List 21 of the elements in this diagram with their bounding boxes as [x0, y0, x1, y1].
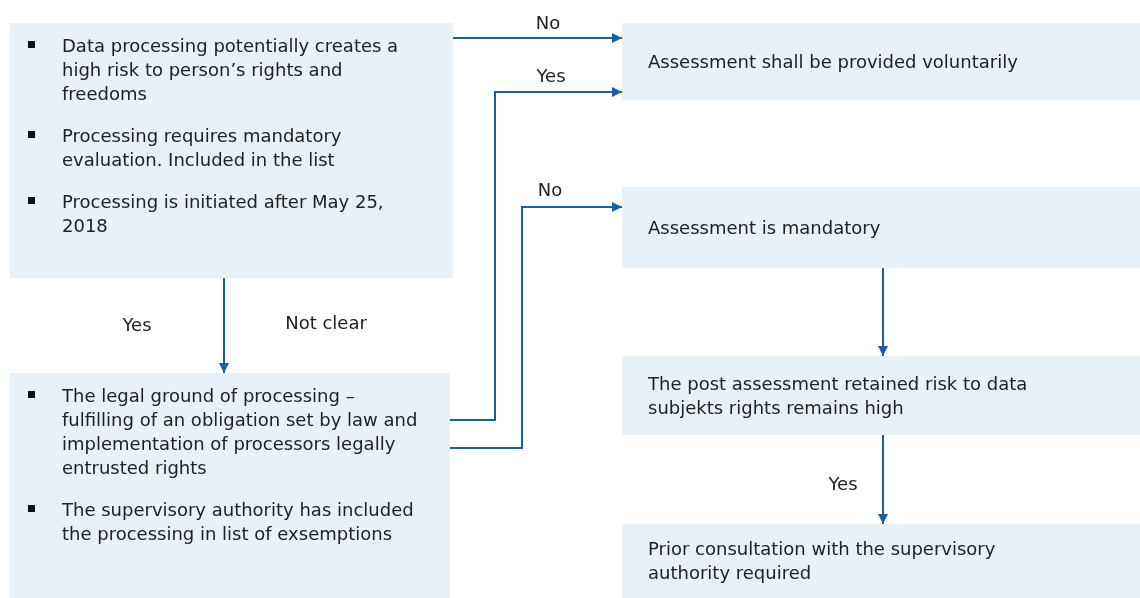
box-text: Prior consultation with the supervisory authority required	[648, 537, 997, 585]
box-text: Assessment is mandatory	[648, 215, 881, 240]
bullet-text: Processing requires mandatory evaluation. Included in the list	[62, 124, 343, 172]
box-text: Assessment shall be provided voluntarily	[648, 49, 1018, 74]
arrow	[219, 277, 229, 374]
bullet-list-box	[10, 23, 453, 278]
arrow	[878, 434, 888, 525]
arrow	[449, 87, 623, 421]
arrow	[452, 33, 623, 43]
arrow	[878, 267, 888, 357]
process-box	[622, 187, 1140, 268]
bullet-text: The supervisory authority has included the processing in list of exsemptions	[62, 498, 415, 546]
bullet-text: Processing is initiated after May 25, 2018	[62, 190, 385, 238]
bullet-list-box	[10, 373, 450, 598]
bullet-text: The legal ground of processing – fulfilling of an obligation set by law and implementation of processors legally entrusted rights	[62, 384, 419, 480]
process-box	[622, 23, 1140, 100]
bullet-text: Data processing potentially creates a high risk to person’s rights and freedoms	[62, 34, 400, 106]
process-box	[622, 356, 1140, 435]
process-box	[622, 524, 1140, 598]
box-text: The post assessment retained risk to data subjekts rights remains high	[648, 371, 1029, 420]
arrow	[449, 202, 623, 449]
